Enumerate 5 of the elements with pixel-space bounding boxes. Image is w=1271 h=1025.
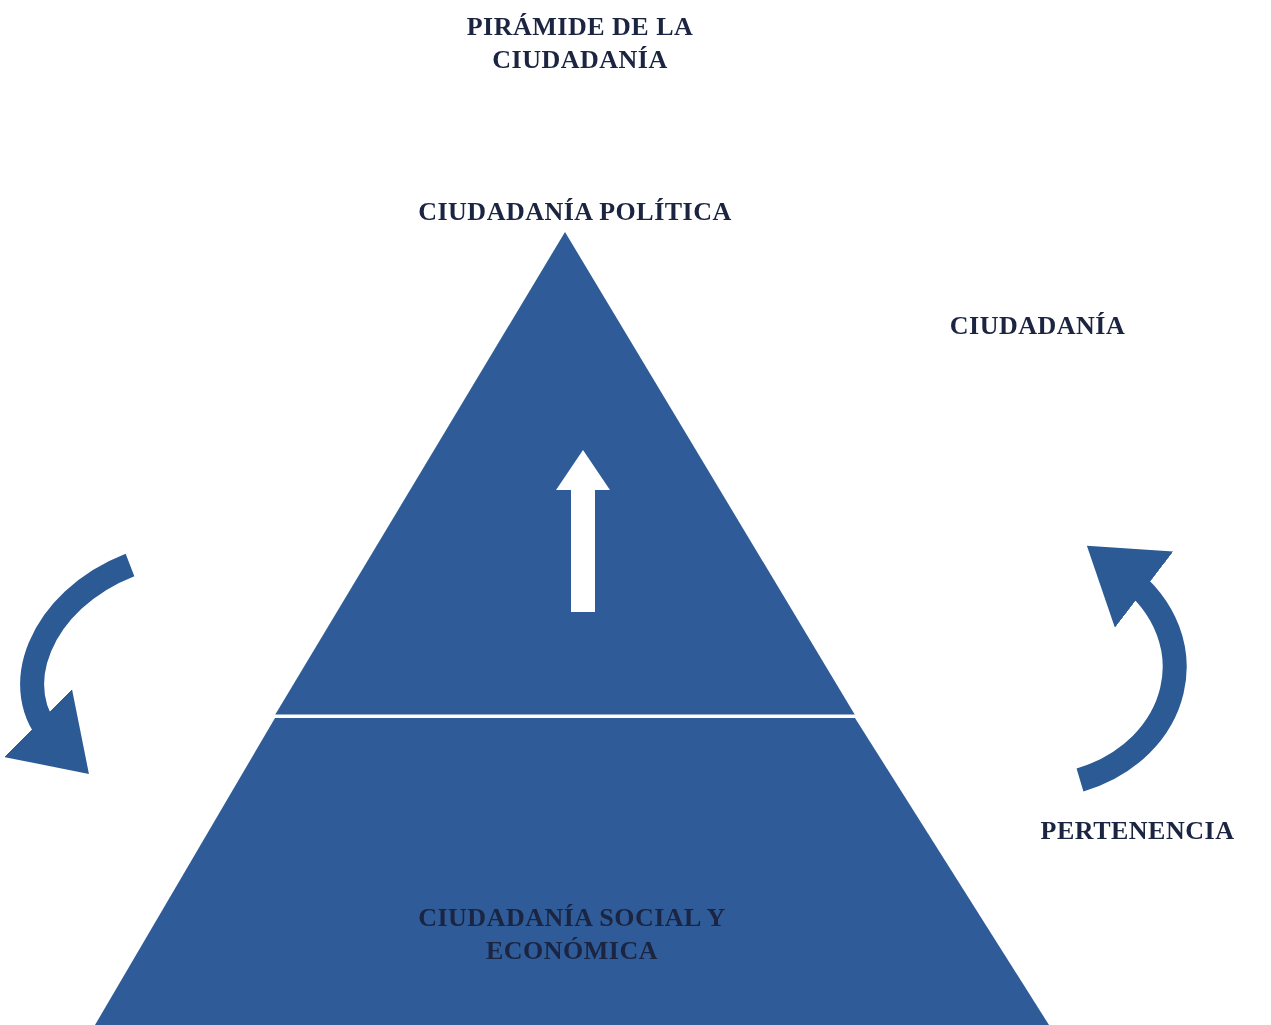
diagram-title: PIRÁMIDE DE LA CIUDADANÍA [465,11,695,76]
side-label: CIUDADANÍA [948,310,1127,342]
side-label: PERTENENCIA [1039,815,1236,847]
section-label: CIUDADANÍA POLÍTICA [417,196,733,228]
section-label: CIUDADANÍA SOCIAL Y ECONÓMICA [417,902,727,967]
